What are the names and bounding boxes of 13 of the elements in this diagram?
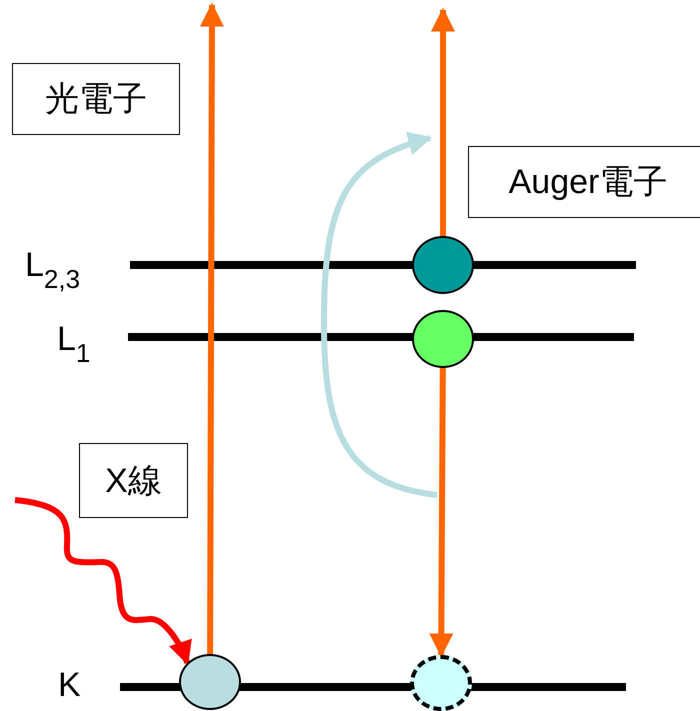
wavy-arrow (14, 497, 192, 666)
level-label: L$_{2,3}$ (25, 248, 80, 292)
arrow (429, 368, 454, 658)
level-label: K (58, 668, 81, 702)
arrow (200, 2, 224, 654)
box-label: Auger電子 (508, 162, 668, 203)
level-label: L$_{1}$ (57, 322, 90, 366)
text-box (468, 146, 700, 218)
arrow (431, 8, 455, 236)
text-box (12, 63, 180, 135)
box-label: X線 (105, 460, 162, 502)
box-label: 光電子 (45, 79, 147, 120)
text-box (79, 443, 188, 518)
